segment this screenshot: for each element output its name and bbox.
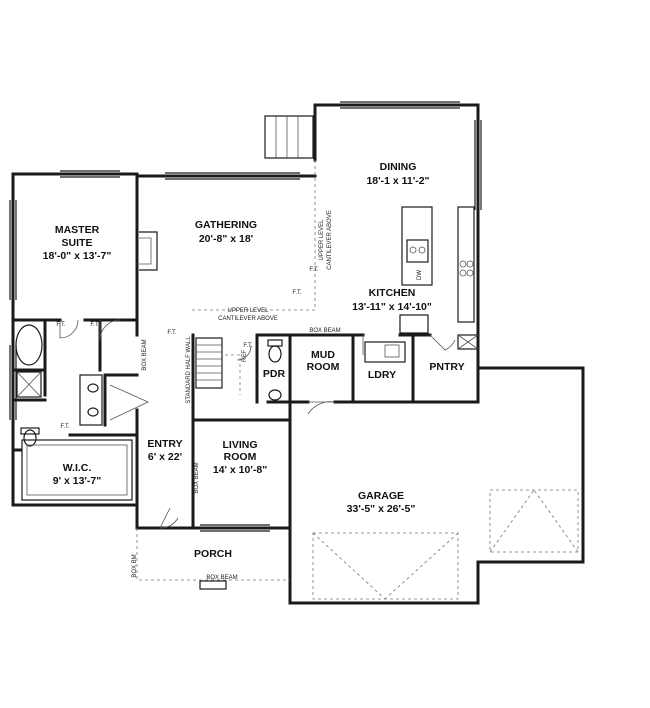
entry-name: ENTRY	[147, 438, 182, 450]
ft-note-gathering: F.T.	[167, 330, 177, 336]
ft-note-bath2: F.T.	[90, 322, 100, 328]
doors	[59, 319, 456, 529]
dining-dims: 18'-1 x 11'-2"	[366, 175, 429, 187]
plan-notes: UPPER LEVEL CANTILEVER ABOVE UPPER LEVEL…	[56, 210, 423, 581]
rear-steps	[264, 115, 314, 159]
ldry-name: LDRY	[368, 369, 396, 381]
half-wall-note: STANDARD HALF WALL	[186, 336, 192, 404]
mud-name-line2: ROOM	[307, 361, 340, 373]
kitchen-name: KITCHEN	[369, 287, 416, 299]
ft-note-stair: F.T.	[243, 343, 253, 349]
box-beam-entry: BOX BEAM	[194, 462, 200, 493]
gathering-dims: 20'-8" x 18'	[199, 233, 253, 245]
interior-walls	[11, 174, 480, 530]
box-beam-side: BOX BEAM	[142, 339, 148, 370]
cantilever-vertical-line2: CANTILEVER ABOVE	[327, 210, 333, 270]
ft-note-wic: F.T.	[60, 424, 70, 430]
master-dims: 18'-0" x 13'-7"	[43, 250, 112, 262]
master-name-line1: MASTER	[55, 224, 100, 236]
porch-name: PORCH	[194, 548, 232, 560]
room-labels: DINING 18'-1 x 11'-2" GATHERING 20'-8" x…	[43, 161, 465, 560]
ft-note-bath: F.T.	[56, 322, 66, 328]
pntry-name: PNTRY	[429, 361, 464, 373]
gathering-name: GATHERING	[195, 219, 257, 231]
wic-dims: 9' x 13'-7"	[53, 475, 102, 487]
cantilever-line	[190, 160, 316, 311]
stairs	[195, 337, 241, 395]
cantilever-note-line1: UPPER LEVEL	[227, 308, 269, 314]
box-beam-top: BOX BEAM	[309, 328, 340, 334]
garage-doors	[312, 489, 579, 600]
kitchen-dims: 13'-11" x 14'-10"	[352, 301, 432, 313]
bath-fixtures	[15, 324, 283, 447]
ft-note-cantilever1: F.T.	[292, 290, 302, 296]
garage-dims: 33'-5" x 26'-5"	[347, 503, 416, 515]
mud-name-line1: MUD	[311, 349, 335, 361]
entry-dims: 6' x 22'	[148, 451, 182, 463]
cantilever-vertical-line1: UPPER LEVEL	[319, 219, 325, 261]
box-bm-porch: BOX BM	[132, 554, 138, 577]
wic-name: W.I.C.	[63, 462, 92, 474]
master-name-line2: SUITE	[62, 237, 93, 249]
garage-name: GARAGE	[358, 490, 404, 502]
ref-label: REF	[242, 350, 248, 362]
cantilever-note-line2: CANTILEVER ABOVE	[218, 316, 278, 322]
pdr-name: PDR	[263, 368, 286, 380]
ft-note-cantilever2: F.T.	[309, 267, 319, 273]
living-dims: 14' x 10'-8"	[213, 464, 267, 476]
windows	[9, 101, 482, 532]
wic-shelves	[21, 439, 133, 501]
dining-name: DINING	[380, 161, 417, 173]
fireplace	[139, 231, 158, 271]
living-name-line2: ROOM	[224, 451, 257, 463]
kitchen-cabinets	[364, 206, 479, 363]
porch	[136, 528, 290, 590]
box-beam-porch: BOX BEAM	[206, 575, 237, 581]
living-name-line1: LIVING	[222, 439, 257, 451]
dw-label: DW	[417, 270, 423, 280]
